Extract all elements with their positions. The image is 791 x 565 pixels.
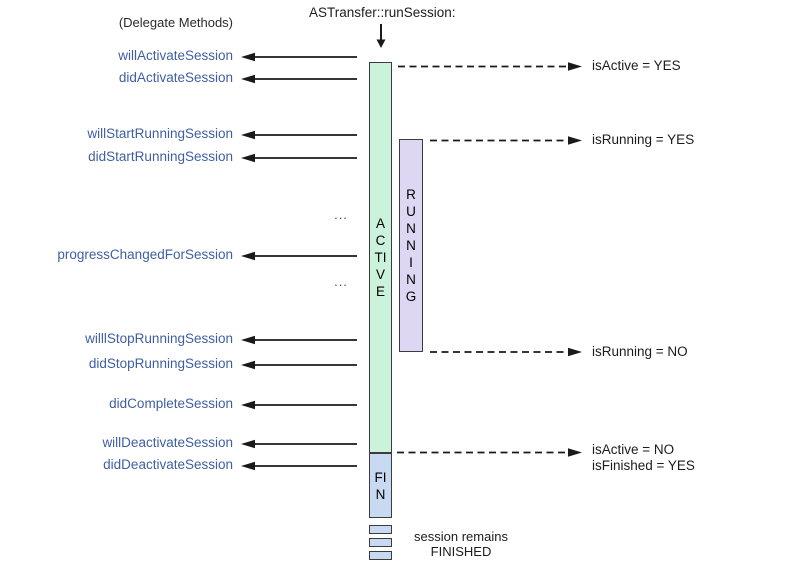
label-progress-changed-for-session: progressChangedForSession xyxy=(57,247,233,262)
arrow-did-activate xyxy=(241,74,357,84)
state-is-running-yes: isRunning = YES xyxy=(592,132,695,147)
label-did-stop-running-session: didStopRunningSession xyxy=(88,356,233,371)
method-call-title: ASTransfer::runSession: xyxy=(309,5,456,20)
finished-state-bar: FIN xyxy=(369,453,392,518)
run-session-call-arrow xyxy=(376,24,386,48)
arrow-will-activate xyxy=(241,52,357,62)
finished-state-label: FIN xyxy=(374,469,387,502)
arrow-did-deactivate xyxy=(241,461,357,471)
running-state-label: RUNNING xyxy=(405,187,417,304)
label-did-deactivate-session: didDeactivateSession xyxy=(103,457,233,472)
ellipsis-top: ... xyxy=(334,207,348,222)
arrow-is-running-no xyxy=(430,347,582,357)
state-change-arrows xyxy=(397,62,582,457)
finished-tick-3 xyxy=(369,551,392,560)
label-will-start-running-session: willStartRunningSession xyxy=(87,126,233,141)
delegate-callback-arrows xyxy=(241,52,357,471)
arrow-is-running-yes xyxy=(430,136,582,145)
ellipsis-bottom: ... xyxy=(334,274,348,289)
running-state-bar: RUNNING xyxy=(399,139,423,352)
finished-tick-1 xyxy=(369,525,392,534)
arrow-will-deactivate xyxy=(241,439,357,449)
finished-tick-2 xyxy=(369,538,392,547)
active-state-label: ACTIVE xyxy=(374,216,387,299)
arrow-did-start-running xyxy=(241,153,357,163)
state-is-running-no: isRunning = NO xyxy=(592,344,688,359)
arrow-is-active-no xyxy=(397,448,582,457)
label-did-start-running-session: didStartRunningSession xyxy=(88,149,233,164)
label-will-stop-running-session: willlStopRunningSession xyxy=(85,331,233,346)
arrow-progress-changed xyxy=(241,251,357,261)
finished-note: session remains FINISHED xyxy=(402,529,520,559)
label-will-activate-session: willActivateSession xyxy=(118,48,233,63)
arrow-will-start-running xyxy=(241,130,357,140)
label-did-activate-session: didActivateSession xyxy=(118,70,233,85)
delegate-methods-header: (Delegate Methods) xyxy=(118,15,233,30)
arrow-is-active-yes xyxy=(398,62,582,71)
label-did-complete-session: didCompleteSession xyxy=(109,396,233,411)
active-state-bar: ACTIVE xyxy=(369,62,392,453)
arrow-will-stop-running xyxy=(241,335,357,345)
arrow-did-complete xyxy=(241,400,357,410)
arrow-did-stop-running xyxy=(241,360,357,370)
state-is-active-no: isActive = NO xyxy=(592,442,675,457)
finished-note-line1: session remains xyxy=(414,529,508,544)
finished-note-line2: FINISHED xyxy=(430,543,492,559)
state-is-active-yes: isActive = YES xyxy=(592,58,681,73)
state-is-finished-yes: isFinished = YES xyxy=(592,458,695,473)
label-will-deactivate-session: willDeactivateSession xyxy=(102,435,233,450)
